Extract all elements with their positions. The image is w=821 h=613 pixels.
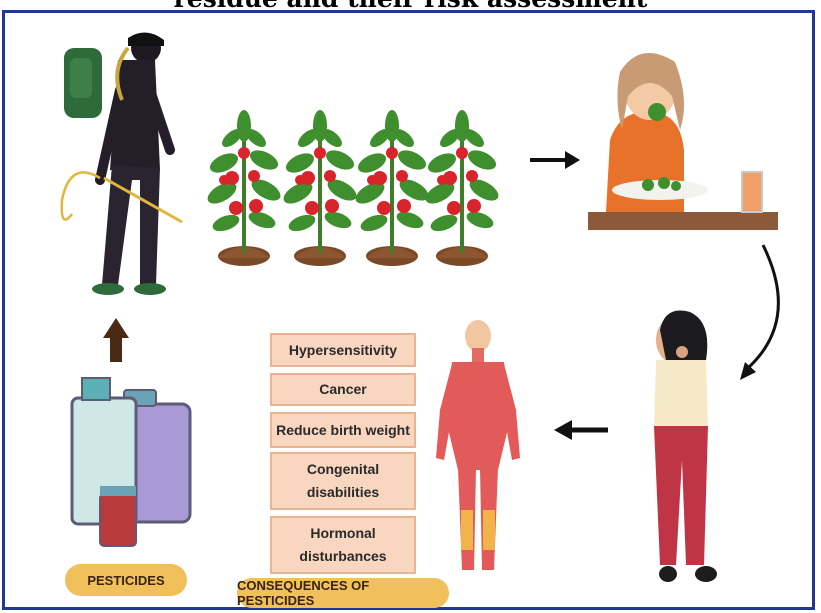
woman-eating-icon [588,53,778,230]
farmer-spraying-icon [62,32,182,295]
consequence-item: Cancer [270,373,416,406]
consequence-item: Hypersensitivity [270,333,416,367]
pesticides-label: PESTICIDES [65,564,187,596]
arrow-left-icon [554,420,608,440]
curved-arrow-icon [740,245,778,380]
consequences-label: CONSEQUENCES OF PESTICIDES [237,578,449,608]
consequence-item: Reduce birth weight [270,412,416,448]
pesticide-bottles-icon [72,378,190,546]
consequence-item: Congenital disabilities [270,452,416,510]
arrow-up-icon [103,318,129,362]
consequence-item: Hormonal disturbances [270,516,416,574]
arrow-right-icon [530,151,580,169]
sick-woman-icon [654,310,717,582]
tomato-plant-icon [204,110,502,266]
human-anatomy-icon [436,320,520,570]
